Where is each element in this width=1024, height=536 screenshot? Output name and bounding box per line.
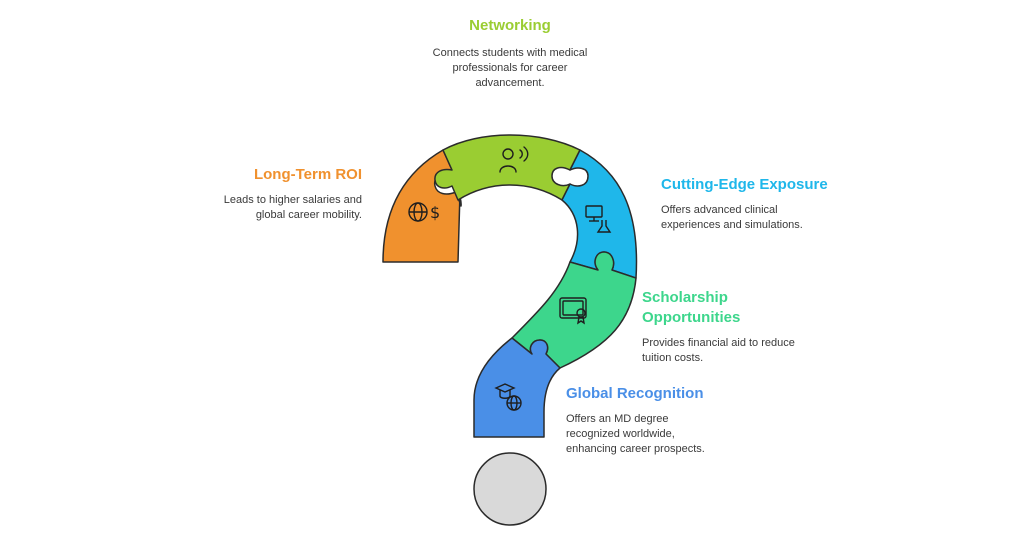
certificate-icon — [559, 297, 587, 325]
global-title: Global Recognition — [566, 385, 704, 402]
puzzle-piece-roi — [382, 149, 462, 263]
global-desc-line: Offers an MD degree — [566, 413, 669, 425]
networking-desc-line: professionals for career — [452, 62, 568, 74]
networking-person-icon — [499, 146, 529, 173]
graduate-globe-icon — [494, 383, 522, 411]
networking-desc-line: advancement. — [475, 77, 545, 89]
scholarship-block: Scholarship Opportunities Provides finan… — [642, 288, 862, 366]
scholarship-title: Scholarship Opportunities — [642, 288, 862, 328]
question-mark-dot — [473, 452, 547, 526]
puzzle-piece-global — [473, 337, 561, 438]
roi-desc-line: Leads to higher salaries and — [223, 194, 362, 206]
roi-description: Leads to higher salaries and global care… — [180, 193, 362, 223]
svg-text:$: $ — [430, 203, 440, 222]
exposure-desc-line: experiences and simulations. — [661, 219, 803, 231]
networking-desc-line: Connects students with medical — [432, 47, 588, 59]
global-desc-line: recognized worldwide, — [566, 428, 675, 440]
puzzle-piece-networking — [434, 134, 581, 201]
roi-block: Long-Term ROI Leads to higher salaries a… — [180, 165, 362, 223]
global-desc-line: enhancing career prospects. — [566, 443, 705, 455]
scholarship-desc-line: Provides financial aid to reduce — [642, 337, 795, 349]
exposure-block: Cutting-Edge Exposure Offers advanced cl… — [661, 175, 881, 233]
scholarship-title-line: Scholarship — [642, 289, 728, 306]
networking-description: Connects students with medical professio… — [400, 46, 620, 91]
global-description: Offers an MD degree recognized worldwide… — [566, 412, 786, 457]
scholarship-desc-line: tuition costs. — [642, 352, 704, 364]
scholarship-title-line: Opportunities — [642, 309, 741, 326]
scholarship-description: Provides financial aid to reduce tuition… — [642, 336, 862, 366]
exposure-title: Cutting-Edge Exposure — [661, 176, 828, 193]
roi-title: Long-Term ROI — [253, 166, 362, 183]
roi-desc-line: global career mobility. — [255, 209, 362, 221]
computer-lab-icon — [585, 205, 612, 233]
networking-block: Networking Connects students with medica… — [400, 16, 620, 91]
networking-title: Networking — [469, 17, 551, 34]
exposure-description: Offers advanced clinical experiences and… — [661, 203, 881, 233]
globe-dollar-icon: $ — [408, 202, 440, 222]
global-block: Global Recognition Offers an MD degree r… — [566, 384, 786, 457]
exposure-desc-line: Offers advanced clinical — [661, 204, 778, 216]
